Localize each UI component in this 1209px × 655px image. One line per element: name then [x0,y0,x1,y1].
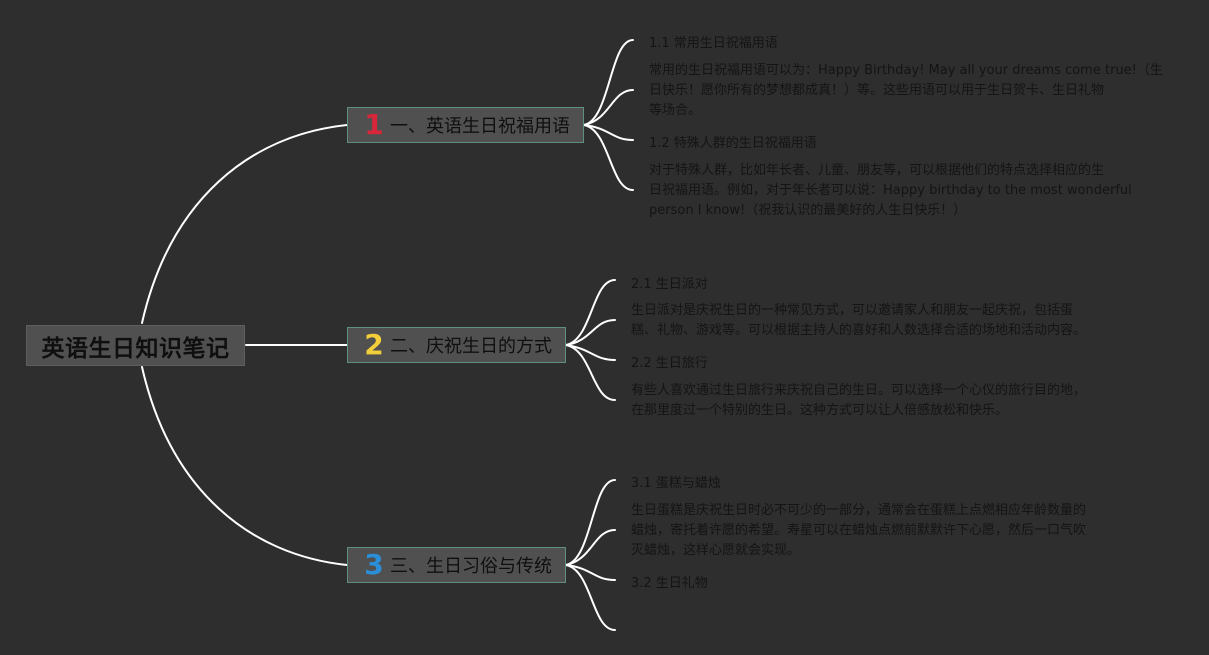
subtopic-3-1-title[interactable]: 3.1 蛋糕与蜡烛 [631,476,721,491]
priority-marker-3-icon: 3 [364,548,384,581]
subtopic-1-1-text-line: 等场合。 [649,103,702,118]
connector-b1-item-1-text [583,89,634,126]
subtopic-1-1-text-line: 常用的生日祝福用语可以为：Happy Birthday! May all you… [649,63,1163,78]
subtopic-1-2-text[interactable]: 对于特殊人群，比如年长者、儿童、朋友等，可以根据他们的特点选择相应的生 日祝福用… [649,161,1132,221]
subtopic-1-2-title[interactable]: 1.2 特殊人群的生日祝福用语 [649,136,817,151]
branch-topic-2-label: 二、庆祝生日的方式 [390,336,552,357]
connector-b2-item-1-title [565,279,616,346]
subtopic-1-2-text-line: person I know!（祝我认识的最美好的人生日快乐！） [649,203,967,218]
connector-b3-item-1-title [565,479,616,566]
connector-b1-item-1-title [583,39,634,126]
subtopic-2-2-text-line: 在那里度过一个特别的生日。这种方式可以让人倍感放松和快乐。 [631,403,1009,418]
subtopic-3-1-text-line: 蜡烛，寄托着许愿的希望。寿星可以在蜡烛点燃前默默许下心愿，然后一口气吹 [631,523,1087,538]
root-topic[interactable]: 英语生日知识笔记 [26,325,245,366]
subtopic-2-1-text-line: 生日派对是庆祝生日的一种常见方式，可以邀请家人和朋友一起庆祝，包括蛋 [631,303,1074,318]
connector-b3-item-2-title [565,564,616,581]
subtopic-2-1-text-line: 糕、礼物、游戏等。可以根据主持人的喜好和人数选择合适的场地和活动内容。 [631,323,1087,338]
subtopic-2-2-text-line: 有些人喜欢通过生日旅行来庆祝自己的生日。可以选择一个心仪的旅行目的地， [631,383,1087,398]
subtopic-1-1-text[interactable]: 常用的生日祝福用语可以为：Happy Birthday! May all you… [649,61,1163,121]
branch-topic-3-label: 三、生日习俗与传统 [390,556,552,577]
subtopic-2-2-text[interactable]: 有些人喜欢通过生日旅行来庆祝自己的生日。可以选择一个心仪的旅行目的地， 在那里度… [631,381,1086,421]
subtopic-3-2-title[interactable]: 3.2 生日礼物 [631,576,708,591]
subtopic-3-1-text-line: 生日蛋糕是庆祝生日时必不可少的一部分，通常会在蛋糕上点燃相应年龄数量的 [631,503,1087,518]
subtopic-1-2-text-line: 对于特殊人群，比如年长者、儿童、朋友等，可以根据他们的特点选择相应的生 [649,163,1105,178]
priority-marker-2-icon: 2 [364,328,384,361]
connector-root-branch-1 [141,124,348,324]
connector-b1-item-2-text [583,124,634,191]
branch-topic-2[interactable]: 2 二、庆祝生日的方式 [347,327,566,363]
subtopic-1-1-title[interactable]: 1.1 常用生日祝福用语 [649,36,778,51]
subtopic-2-1-title[interactable]: 2.1 生日派对 [631,277,708,292]
connector-b2-item-1-text [565,319,616,346]
subtopic-2-1-text[interactable]: 生日派对是庆祝生日的一种常见方式，可以邀请家人和朋友一起庆祝，包括蛋 糕、礼物、… [631,301,1086,341]
connector-b3-item-2-text [565,564,616,631]
connector-root-branch-3 [141,366,348,566]
subtopic-1-1-text-line: 日快乐！愿你所有的梦想都成真！）等。这些用语可以用于生日贺卡、生日礼物 [649,83,1105,98]
subtopic-3-1-text-line: 灭蜡烛，这样心愿就会实现。 [631,543,801,558]
connector-b2-item-2-text [565,344,616,401]
connector-lines [141,39,634,631]
connector-b1-item-2-title [583,124,634,141]
subtopic-2-2-title[interactable]: 2.2 生日旅行 [631,356,708,371]
connector-b3-item-1-text [565,529,616,566]
branch-topic-1-label: 一、英语生日祝福用语 [390,116,570,137]
priority-marker-1-icon: 1 [364,108,384,141]
root-topic-label: 英语生日知识笔记 [41,335,230,362]
subtopic-1-2-text-line: 日祝福用语。例如，对于年长者可以说：Happy birthday to the … [649,183,1132,198]
branch-topic-1[interactable]: 1 一、英语生日祝福用语 [347,107,584,143]
branch-topic-3[interactable]: 3 三、生日习俗与传统 [347,547,566,583]
subtopic-3-1-text[interactable]: 生日蛋糕是庆祝生日时必不可少的一部分，通常会在蛋糕上点燃相应年龄数量的 蜡烛，寄… [631,501,1086,561]
